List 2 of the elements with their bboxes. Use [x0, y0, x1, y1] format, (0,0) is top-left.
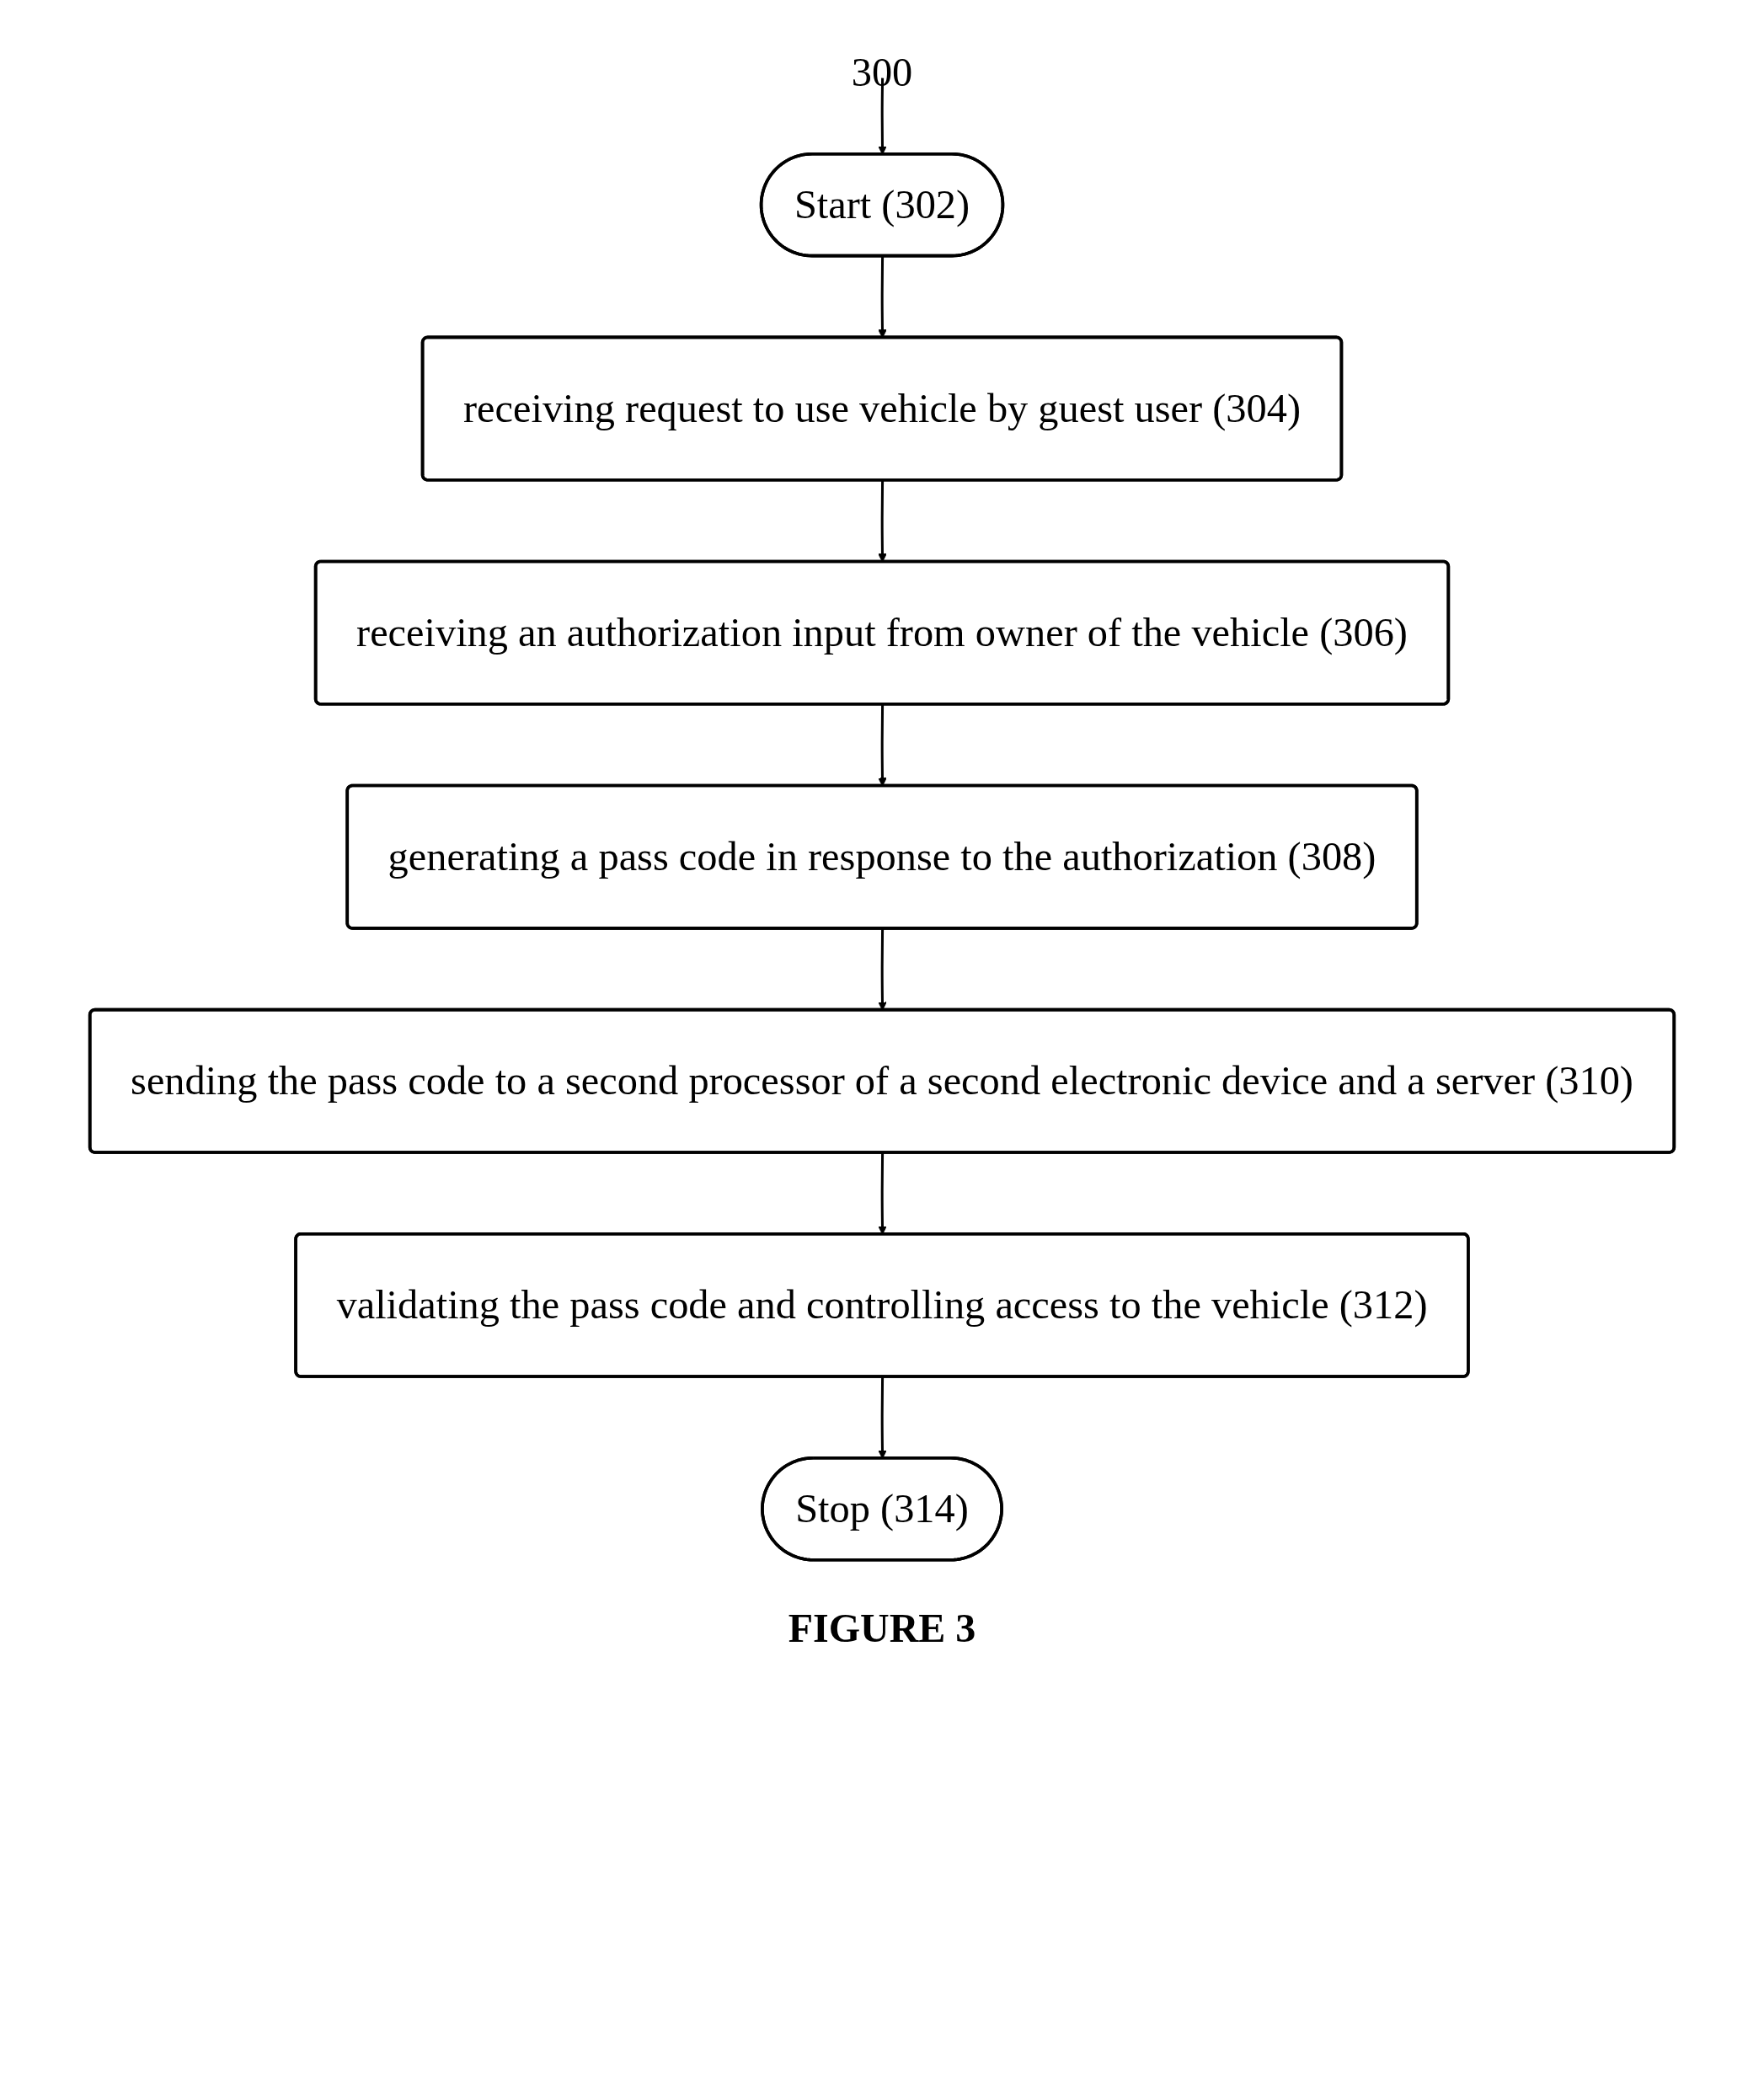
figure-caption: FIGURE 3	[788, 1605, 976, 1652]
node-text: 300	[851, 49, 913, 95]
